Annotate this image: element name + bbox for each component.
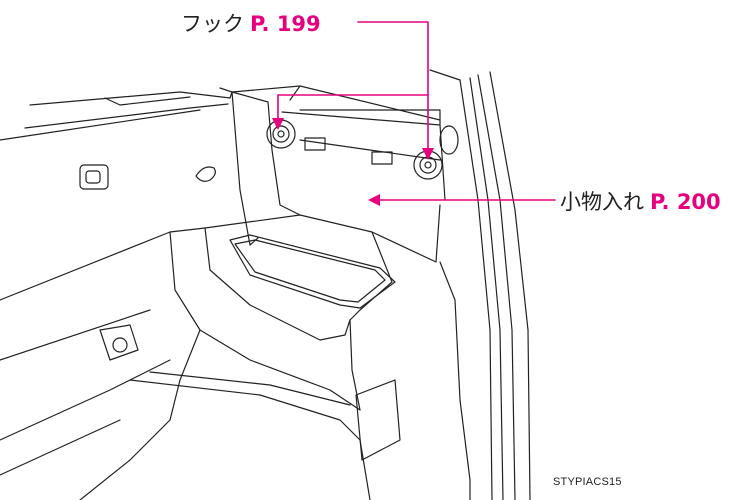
storage-tray: [229, 234, 396, 309]
roof-trim: [0, 85, 441, 141]
wheel-housing: [169, 214, 396, 421]
panel-tab-right-icon: [371, 151, 393, 165]
panel-tab-left-icon: [304, 137, 326, 151]
hook-page-ref-link[interactable]: P. 199: [250, 12, 321, 36]
lower-panel-pocket: [355, 379, 401, 461]
storage-callout-line: [368, 194, 556, 206]
left-wall-tie-down-icon: [79, 164, 109, 190]
left-wall-clip-icon: [195, 166, 216, 182]
hook-label-text: フック: [181, 12, 244, 36]
left-side-wall: [0, 164, 216, 476]
hook-callout-lines: [272, 21, 434, 160]
floor-tie-down-icon: [99, 324, 139, 361]
image-code: STYPIACS15: [553, 476, 622, 488]
storage-label-text: 小物入れ: [560, 190, 644, 214]
cargo-floor: [79, 261, 471, 500]
door-pillar: [429, 69, 531, 500]
rear-side-panel: [219, 85, 459, 263]
storage-page-ref-link[interactable]: P. 200: [650, 190, 721, 214]
